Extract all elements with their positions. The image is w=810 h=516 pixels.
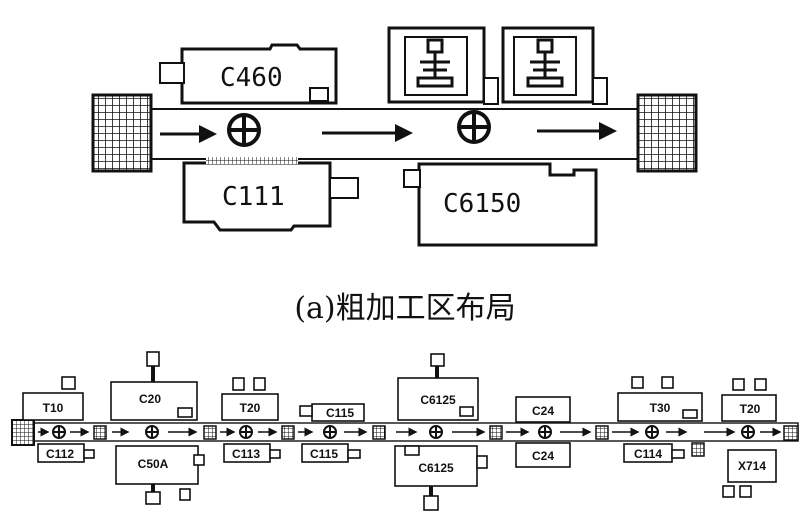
machine-label: C115 — [326, 406, 354, 420]
machine-c6150: C6150 — [403, 162, 598, 247]
machine-label: C24 — [532, 404, 554, 418]
robot-icon — [741, 425, 755, 439]
machine-c113: C113 — [223, 443, 281, 463]
robot-icon — [52, 425, 66, 439]
robot-icon — [145, 425, 159, 439]
machine-c115-top: C115 — [299, 403, 365, 422]
storage-grid — [11, 419, 35, 446]
robot-icon — [538, 425, 552, 439]
robot-icon — [227, 113, 261, 147]
machine-label: X714 — [738, 459, 766, 473]
machine-c50a: C50A — [115, 445, 205, 505]
storage-grid — [93, 425, 107, 440]
machine-c6125-bottom: C6125 — [394, 445, 488, 511]
machine-label: C113 — [232, 447, 260, 461]
robot-icon — [645, 425, 659, 439]
machine-c6125-top: C6125 — [397, 353, 479, 421]
machining-center-icon — [387, 26, 499, 105]
storage-grid-left — [91, 93, 153, 173]
machine-label: C112 — [46, 447, 74, 461]
machine-t10: T10 — [22, 376, 84, 421]
machine-c24-bottom: C24 — [515, 442, 571, 468]
machine-label: T20 — [740, 402, 761, 416]
storage-grid — [489, 425, 503, 440]
machine-label: T30 — [650, 401, 671, 415]
machine-c111: C111 — [182, 157, 359, 232]
machine-label: C111 — [222, 182, 285, 212]
machine-label: C460 — [220, 63, 283, 93]
storage-grid — [691, 442, 705, 457]
machine-c460: C460 — [159, 43, 338, 105]
storage-grid — [595, 425, 609, 440]
robot-icon — [239, 425, 253, 439]
machine-label: C20 — [139, 392, 161, 406]
robot-icon — [457, 110, 491, 144]
storage-grid-right — [636, 93, 698, 173]
machine-label: C6150 — [443, 189, 521, 219]
storage-grid — [281, 425, 295, 440]
robot-icon — [323, 425, 337, 439]
machine-t30: T30 — [617, 376, 703, 422]
storage-grid — [203, 425, 217, 440]
machine-label: T10 — [43, 401, 64, 415]
machining-center-icon — [501, 26, 608, 105]
machine-c112: C112 — [37, 443, 95, 463]
caption-a: (a)粗加工区布局 — [294, 291, 515, 326]
machine-t20b: T20 — [721, 378, 777, 422]
machine-x714: X714 — [722, 449, 777, 498]
machine-c115-bottom: C115 — [301, 443, 361, 463]
rough-area: C460 C111 C6150 — [91, 26, 698, 247]
machine-label: C24 — [532, 449, 554, 463]
machine-label: C114 — [634, 447, 662, 461]
machine-c20: C20 — [110, 351, 198, 421]
storage-grid — [372, 425, 386, 440]
storage-grid — [783, 425, 799, 441]
machine-label: C115 — [310, 447, 338, 461]
machine-label: C6125 — [420, 393, 456, 407]
machine-label: T20 — [240, 401, 261, 415]
machine-c24-top: C24 — [515, 396, 571, 423]
machine-t20: T20 — [221, 377, 279, 421]
machine-label: C6125 — [418, 461, 454, 475]
robot-icon — [429, 425, 443, 439]
machine-label: C50A — [138, 457, 169, 471]
machine-c114: C114 — [623, 443, 685, 463]
flow-arrows-rough — [160, 122, 617, 143]
finish-area: T10 C20 T20 C115 C6125 — [11, 351, 799, 511]
